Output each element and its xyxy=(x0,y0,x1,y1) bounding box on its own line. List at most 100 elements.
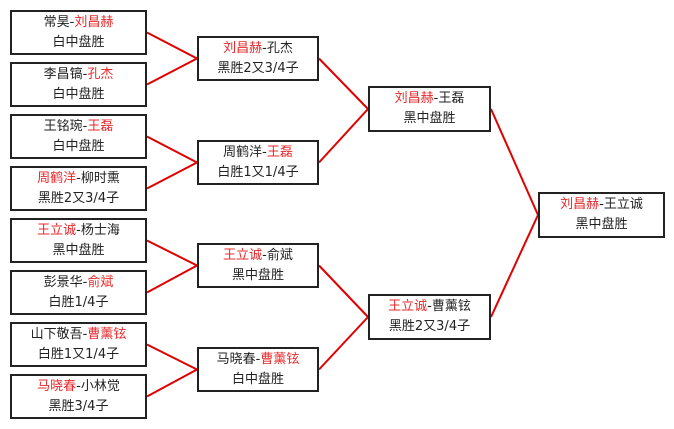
player-1: 山下敬吾 xyxy=(30,327,83,342)
player-1: 刘昌赫 xyxy=(223,41,263,56)
player-2: 王立诚 xyxy=(603,197,643,212)
match-result: 黑胜2又3/4子 xyxy=(217,61,299,76)
match-result: 黑中盘胜 xyxy=(403,111,456,126)
separator: - xyxy=(76,223,81,238)
match-box: 彭景华-俞斌白胜1/4子 xyxy=(10,270,147,315)
bracket-connector xyxy=(318,108,369,164)
match-players: 刘昌赫-孔杰 xyxy=(199,39,317,59)
separator: - xyxy=(599,197,604,212)
player-2: 俞斌 xyxy=(266,248,293,263)
player-1: 王铭琬 xyxy=(43,119,83,134)
match-box: 刘昌赫-孔杰黑胜2又3/4子 xyxy=(197,36,319,81)
match-box: 周鹤洋-王磊白胜1又1/4子 xyxy=(197,140,319,185)
player-1: 李昌镐 xyxy=(43,67,83,82)
player-2: 曹薰铉 xyxy=(260,352,300,367)
player-1: 常昊 xyxy=(43,15,70,30)
match-box: 马晓春-曹薰铉白中盘胜 xyxy=(197,347,319,392)
player-1: 王立诚 xyxy=(37,223,77,238)
player-2: 杨士海 xyxy=(80,223,120,238)
match-box: 马晓春-小林觉黑胜3/4子 xyxy=(10,374,147,419)
bracket-connector xyxy=(318,264,369,318)
player-1: 刘昌赫 xyxy=(394,91,434,106)
match-result: 黑胜3/4子 xyxy=(48,399,109,414)
match-box: 周鹤洋-柳时熏黑胜2又3/4子 xyxy=(10,166,147,211)
match-players: 刘昌赫-王立诚 xyxy=(540,195,663,215)
player-2: 柳时熏 xyxy=(80,171,120,186)
player-2: 孔杰 xyxy=(266,41,293,56)
separator: - xyxy=(262,248,267,263)
match-players: 山下敬吾-曹薰铉 xyxy=(12,325,145,345)
player-1: 王立诚 xyxy=(388,299,428,314)
match-box: 刘昌赫-王立诚黑中盘胜 xyxy=(538,192,665,238)
match-players: 常昊-刘昌赫 xyxy=(12,13,145,33)
separator: - xyxy=(82,327,88,342)
separator: - xyxy=(76,379,81,394)
match-result: 白中盘胜 xyxy=(52,87,105,102)
match-result: 白胜1/4子 xyxy=(48,295,109,310)
player-2: 曹薰铉 xyxy=(87,327,127,342)
match-box: 刘昌赫-王磊黑中盘胜 xyxy=(368,86,491,132)
bracket-connector xyxy=(146,31,198,60)
match-result: 黑中盘胜 xyxy=(231,268,284,283)
bracket-connector xyxy=(146,57,198,86)
player-2: 小林觉 xyxy=(80,379,120,394)
player-2: 王磊 xyxy=(266,145,293,160)
separator: - xyxy=(69,15,75,30)
match-result: 黑中盘胜 xyxy=(575,217,628,232)
match-players: 王立诚-杨士海 xyxy=(12,221,145,241)
match-players: 王立诚-曹薰铉 xyxy=(370,297,489,317)
match-players: 周鹤洋-柳时熏 xyxy=(12,169,145,189)
separator: - xyxy=(262,41,267,56)
player-1: 周鹤洋 xyxy=(37,171,77,186)
match-result: 白中盘胜 xyxy=(231,372,284,387)
match-players: 周鹤洋-王磊 xyxy=(199,143,317,163)
match-result: 白中盘胜 xyxy=(52,139,105,154)
player-1: 周鹤洋 xyxy=(223,145,263,160)
separator: - xyxy=(82,119,88,134)
match-players: 王铭琬-王磊 xyxy=(12,117,145,137)
match-box: 王铭琬-王磊白中盘胜 xyxy=(10,114,147,159)
match-box: 李昌镐-孔杰白中盘胜 xyxy=(10,62,147,107)
player-2: 孔杰 xyxy=(87,67,114,82)
separator: - xyxy=(427,299,432,314)
match-players: 彭景华-俞斌 xyxy=(12,273,145,293)
match-result: 黑中盘胜 xyxy=(52,243,105,258)
match-box: 王立诚-杨士海黑中盘胜 xyxy=(10,218,147,263)
separator: - xyxy=(262,145,267,160)
player-1: 马晓春 xyxy=(37,379,77,394)
match-result: 黑胜2又3/4子 xyxy=(388,319,471,334)
bracket-connector xyxy=(146,368,198,398)
separator: - xyxy=(82,275,88,290)
match-result: 白胜1又1/4子 xyxy=(217,165,299,180)
bracket-connector xyxy=(146,135,198,164)
match-players: 王立诚-俞斌 xyxy=(199,246,317,266)
player-1: 马晓春 xyxy=(216,352,256,367)
player-1: 刘昌赫 xyxy=(560,197,600,212)
player-2: 曹薰铉 xyxy=(431,299,471,314)
match-players: 马晓春-小林觉 xyxy=(12,377,145,397)
bracket-connector xyxy=(146,239,198,267)
match-box: 山下敬吾-曹薰铉白胜1又1/4子 xyxy=(10,322,147,367)
player-2: 王磊 xyxy=(87,119,114,134)
bracket-connector xyxy=(318,57,369,110)
bracket-connector xyxy=(146,161,198,190)
bracket-connector xyxy=(490,214,539,318)
player-2: 王磊 xyxy=(438,91,465,106)
match-players: 刘昌赫-王磊 xyxy=(370,89,489,109)
match-box: 王立诚-曹薰铉黑胜2又3/4子 xyxy=(368,294,491,340)
separator: - xyxy=(82,67,88,82)
match-box: 王立诚-俞斌黑中盘胜 xyxy=(197,243,319,288)
bracket-connector xyxy=(490,108,539,216)
player-2: 俞斌 xyxy=(87,275,114,290)
match-players: 李昌镐-孔杰 xyxy=(12,65,145,85)
player-1: 王立诚 xyxy=(223,248,263,263)
separator: - xyxy=(433,91,439,106)
match-result: 白中盘胜 xyxy=(52,35,105,50)
match-players: 马晓春-曹薰铉 xyxy=(199,350,317,370)
bracket-connector xyxy=(146,343,198,371)
bracket-connector xyxy=(146,264,198,294)
match-result: 黑胜2又3/4子 xyxy=(37,191,120,206)
match-result: 白胜1又1/4子 xyxy=(37,347,120,362)
separator: - xyxy=(76,171,81,186)
